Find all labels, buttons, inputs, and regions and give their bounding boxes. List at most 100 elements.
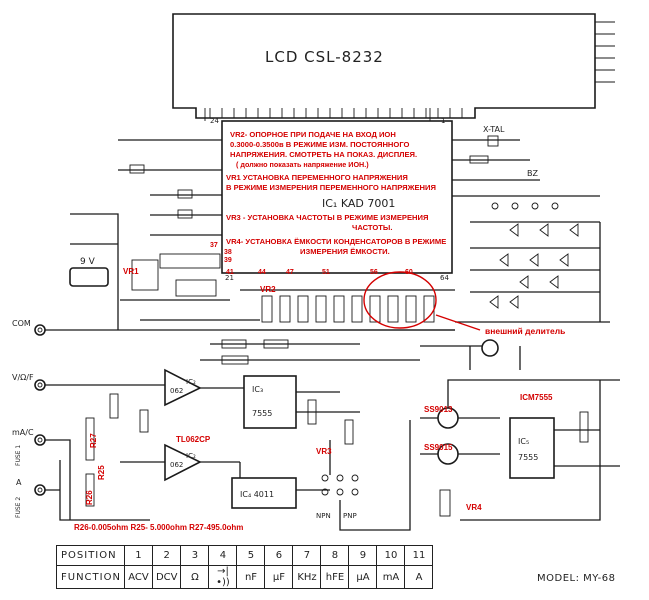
label-r26: R26 [85, 490, 94, 505]
pin-44: 44 [258, 269, 266, 276]
pin-60: 60 [405, 269, 413, 276]
ic2a-type: 062 [170, 387, 183, 395]
position-cell: 7 [292, 545, 322, 566]
function-cell: DCV [151, 565, 182, 589]
model-label: MODEL: MY-68 [537, 573, 616, 584]
resistor-ladder: внешний делитель [210, 271, 565, 349]
note-vr3-line2: ЧАСТОТЫ. [352, 223, 392, 232]
function-cell: KHz [292, 565, 322, 589]
function-cell: Ω [180, 565, 210, 589]
function-cell: →|•)) [208, 565, 238, 589]
calibration-notes: VR2- ОПОРНОЕ ПРИ ПОДАЧЕ НА ВХОД ИОН 0.30… [226, 130, 446, 256]
pin-41: 41 [226, 269, 234, 276]
npn-label: NPN [316, 512, 331, 520]
pnp-label: PNP [343, 512, 357, 520]
ic1-kad7001: IC₁ KAD 7001 21 64 [221, 120, 453, 282]
ic2-opamps: IC₂ 062 IC₂ 062 [109, 368, 240, 482]
function-cell: hFE [320, 565, 350, 589]
ic2b-type: 062 [170, 461, 183, 469]
function-cell: nF [236, 565, 266, 589]
lcd-pin-24: 24 [210, 117, 219, 125]
ic3-label: IC₃ [252, 385, 263, 394]
label-vr4: VR4 [466, 503, 482, 512]
label-vr1: VR1 [123, 267, 139, 276]
position-cell: 10 [376, 545, 406, 566]
label-ss9013: SS9013 [424, 405, 453, 414]
position-cell: 11 [404, 545, 434, 566]
note-vr2-line3: НАПРЯЖЕНИЯ. СМОТРЕТЬ НА ПОКАЗ. ДИСПЛЕЯ. [230, 150, 417, 159]
function-cell: µA [348, 565, 378, 589]
pin-37: 37 [210, 242, 218, 249]
capacitance-section: IC₅ 7555 [420, 339, 620, 521]
ic5-type: 7555 [518, 453, 538, 462]
label-r25: R25 [97, 465, 106, 480]
pin-38: 38 [224, 249, 232, 256]
label-ss9015: SS9015 [424, 443, 453, 452]
red-component-labels: VR1 VR2 VR3 VR4 37 38 39 41 44 47 51 56 … [74, 242, 553, 532]
function-cell: ACV [123, 565, 153, 589]
label-icm7555: ICM7555 [520, 393, 553, 402]
position-cell: 3 [180, 545, 210, 566]
external-divider-label: внешний делитель [485, 326, 565, 336]
position-function-table: POSITION 1 2 3 4 5 6 7 8 9 10 11 FUNCTIO… [56, 545, 434, 589]
label-tl062cp: TL062CP [176, 435, 211, 444]
ic1-pin-21: 21 [225, 274, 234, 282]
resistor-values-note: R26-0.005ohm R25- 5.000ohm R27-495.0ohm [74, 523, 243, 532]
position-row: POSITION 1 2 3 4 5 6 7 8 9 10 11 [56, 545, 434, 566]
label-r27: R27 [89, 433, 98, 448]
fuse2-label: FUSE 2 [15, 497, 22, 518]
function-row: FUNCTION ACV DCV Ω →|•)) nF µF KHz hFE µ… [56, 565, 434, 589]
ic1-pin-64: 64 [440, 274, 449, 282]
ic5-label: IC₅ [518, 437, 529, 446]
note-vr4-line1: VR4- УСТАНОВКА ЁМКОСТИ КОНДЕНСАТОРОВ В Р… [226, 237, 446, 246]
diode-matrix [455, 221, 610, 323]
function-cell: A [404, 565, 434, 589]
terminal-ma-c: mA/C [12, 428, 34, 437]
lcd-display: LCD CSL-8232 24 1 [172, 13, 615, 125]
terminal-vohmf: V/Ω/F [12, 373, 34, 382]
lcd-label: LCD CSL-8232 [265, 48, 384, 66]
note-vr1-line2: В РЕЖИМЕ ИЗМЕРЕНИЯ ПЕРЕМЕННОГО НАПРЯЖЕНИ… [226, 183, 436, 192]
terminal-a: A [16, 478, 22, 487]
position-cell: 2 [151, 545, 182, 566]
function-cell: mA [376, 565, 406, 589]
note-vr2-line1: VR2- ОПОРНОЕ ПРИ ПОДАЧЕ НА ВХОД ИОН [230, 130, 396, 139]
position-cell: 8 [320, 545, 350, 566]
note-vr1-line1: VR1 УСТАНОВКА ПЕРЕМЕННОГО НАПРЯЖЕНИЯ [226, 173, 408, 182]
xtal-label: X-TAL [483, 125, 505, 134]
ic2a-label: IC₂ [186, 378, 196, 386]
ic3-ic4: IC₃ 7555 IC₄ 4011 [200, 355, 420, 509]
position-cell: 6 [264, 545, 294, 566]
position-cell: 1 [123, 545, 153, 566]
pin-39: 39 [224, 257, 232, 264]
label-vr2: VR2 [260, 285, 276, 294]
terminal-com: COM [12, 319, 31, 328]
ic3-type: 7555 [252, 409, 272, 418]
pin-56: 56 [370, 269, 378, 276]
note-vr3-line1: VR3 - УСТАНОВКА ЧАСТОТЫ В РЕЖИМЕ ИЗМЕРЕН… [226, 213, 428, 222]
crystal-area: X-TAL BZ [452, 125, 600, 210]
left-input-network: 9 V [69, 139, 260, 330]
input-terminals: COM V/Ω/F mA/C A FUSE 1 FUSE 2 [12, 319, 455, 521]
battery-label: 9 V [80, 257, 96, 267]
position-cell: 4 [208, 545, 238, 566]
pin-51: 51 [322, 269, 330, 276]
external-divider-outline [363, 271, 437, 329]
label-vr3: VR3 [316, 447, 332, 456]
bz-label: BZ [527, 169, 538, 178]
note-vr4-line2: ИЗМЕРЕНИЯ ЁМКОСТИ. [300, 247, 390, 256]
position-cell: 5 [236, 545, 266, 566]
ic4-label: IC₄ 4011 [240, 490, 274, 499]
fuse1-label: FUSE 1 [15, 445, 22, 466]
ic2b-label: IC₂ [186, 452, 196, 460]
note-vr2-line2: 0.3000-0.3500в В РЕЖИМЕ ИЗМ. ПОСТОЯННОГО [230, 140, 410, 149]
ic1-label: IC₁ KAD 7001 [322, 197, 395, 210]
position-cell: 9 [348, 545, 378, 566]
note-vr2-line4: ( должно показать напряжение ИОН.) [236, 160, 369, 169]
function-header: FUNCTION [56, 565, 125, 589]
function-cell: µF [264, 565, 294, 589]
hfe-socket: NPN PNP [316, 420, 411, 531]
pin-47: 47 [286, 269, 294, 276]
position-header: POSITION [56, 545, 125, 566]
